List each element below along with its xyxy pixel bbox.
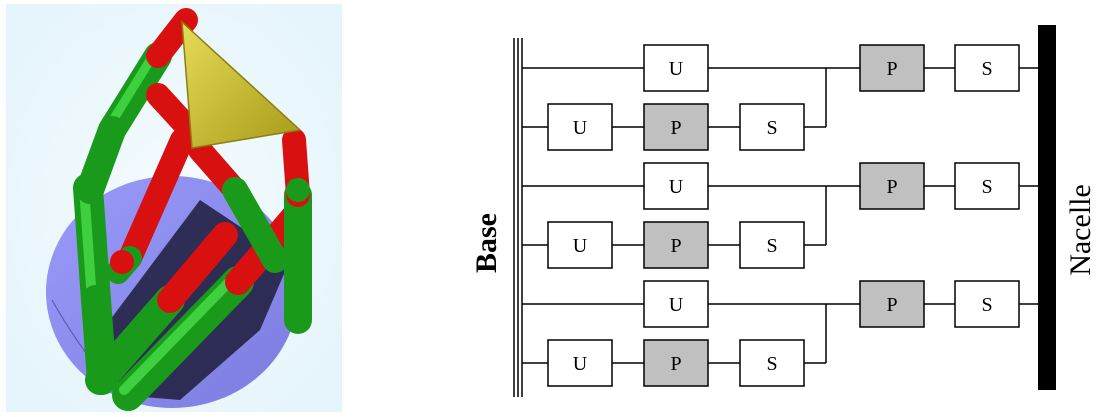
leg-3-upper-u-joint-label: U bbox=[669, 294, 684, 316]
strut-4-red bbox=[157, 222, 238, 313]
leg-3-lower-p-joint-label: P bbox=[670, 353, 681, 375]
leg-1-lower-u-joint-label: U bbox=[573, 117, 588, 139]
strut-3-green-hl bbox=[119, 272, 239, 395]
strut-6-red bbox=[118, 128, 194, 270]
leg-3-lower-s-joint bbox=[739, 339, 805, 387]
leg-2-upper-p-joint-label: P bbox=[886, 176, 897, 198]
leg-3-lower-p-joint bbox=[643, 339, 709, 387]
leg-3-upper-p-joint-label: P bbox=[886, 294, 897, 316]
leg-1-lower-s-joint bbox=[739, 103, 805, 151]
strut-group bbox=[73, 8, 312, 411]
leg-3-lower-u-joint bbox=[547, 339, 613, 387]
strut-8-green-hl bbox=[103, 49, 159, 133]
strut-8-red bbox=[146, 8, 198, 68]
strut-1-green-hl bbox=[79, 183, 97, 305]
leg-1-upper-u-joint-label: U bbox=[669, 58, 684, 80]
leg-1-upper-p-joint bbox=[859, 44, 925, 92]
base-label: Base bbox=[470, 213, 503, 273]
leg-1-upper-u-joint bbox=[643, 44, 709, 92]
leg-1-upper-p-joint-label: P bbox=[886, 58, 897, 80]
leg-1-lower-s-joint-label: S bbox=[766, 117, 777, 139]
leg-1-upper-s-joint-label: S bbox=[981, 58, 992, 80]
leg-1-lower-p-joint-label: P bbox=[670, 117, 681, 139]
joint-1 bbox=[110, 250, 134, 274]
leg-2-lower-s-joint-label: S bbox=[766, 235, 777, 257]
leg-2-upper-p-joint bbox=[859, 162, 925, 210]
leg-2-upper-s-joint bbox=[954, 162, 1020, 210]
top-platform bbox=[181, 20, 302, 149]
leg-1-lower-p-joint bbox=[643, 103, 709, 151]
strut-10-red bbox=[146, 83, 202, 142]
leg-3-upper-s-joint bbox=[954, 280, 1020, 328]
strut-3-green bbox=[112, 266, 254, 411]
leg-3-lower-u-joint-label: U bbox=[573, 353, 588, 375]
robot-illustration bbox=[6, 4, 342, 412]
leg-2-lower-p-joint-label: P bbox=[670, 235, 681, 257]
strut-4-green bbox=[85, 285, 185, 395]
leg-2-lower-u-joint bbox=[547, 221, 613, 269]
leg-2-upper-u-joint bbox=[643, 162, 709, 210]
nacelle-label: Nacelle bbox=[1064, 184, 1097, 276]
leg-2-lower-s-joint bbox=[739, 221, 805, 269]
leg-3-upper-u-joint bbox=[643, 280, 709, 328]
strut-9-green bbox=[76, 116, 126, 204]
leg-1-upper-s-joint bbox=[954, 44, 1020, 92]
leg-2-upper-s-joint-label: S bbox=[981, 176, 992, 198]
strut-7-green bbox=[222, 177, 288, 273]
leg-3-upper-p-joint bbox=[859, 280, 925, 328]
leg-2-lower-u-joint-label: U bbox=[573, 235, 588, 257]
leg-1-lower-u-joint bbox=[547, 103, 613, 151]
joint-2 bbox=[286, 178, 310, 202]
leg-3-upper-s-joint-label: S bbox=[981, 294, 992, 316]
leg-2-upper-u-joint-label: U bbox=[669, 176, 684, 198]
leg-3-lower-s-joint-label: S bbox=[766, 353, 777, 375]
leg-2-lower-p-joint bbox=[643, 221, 709, 269]
nacelle-bar bbox=[1038, 25, 1056, 390]
